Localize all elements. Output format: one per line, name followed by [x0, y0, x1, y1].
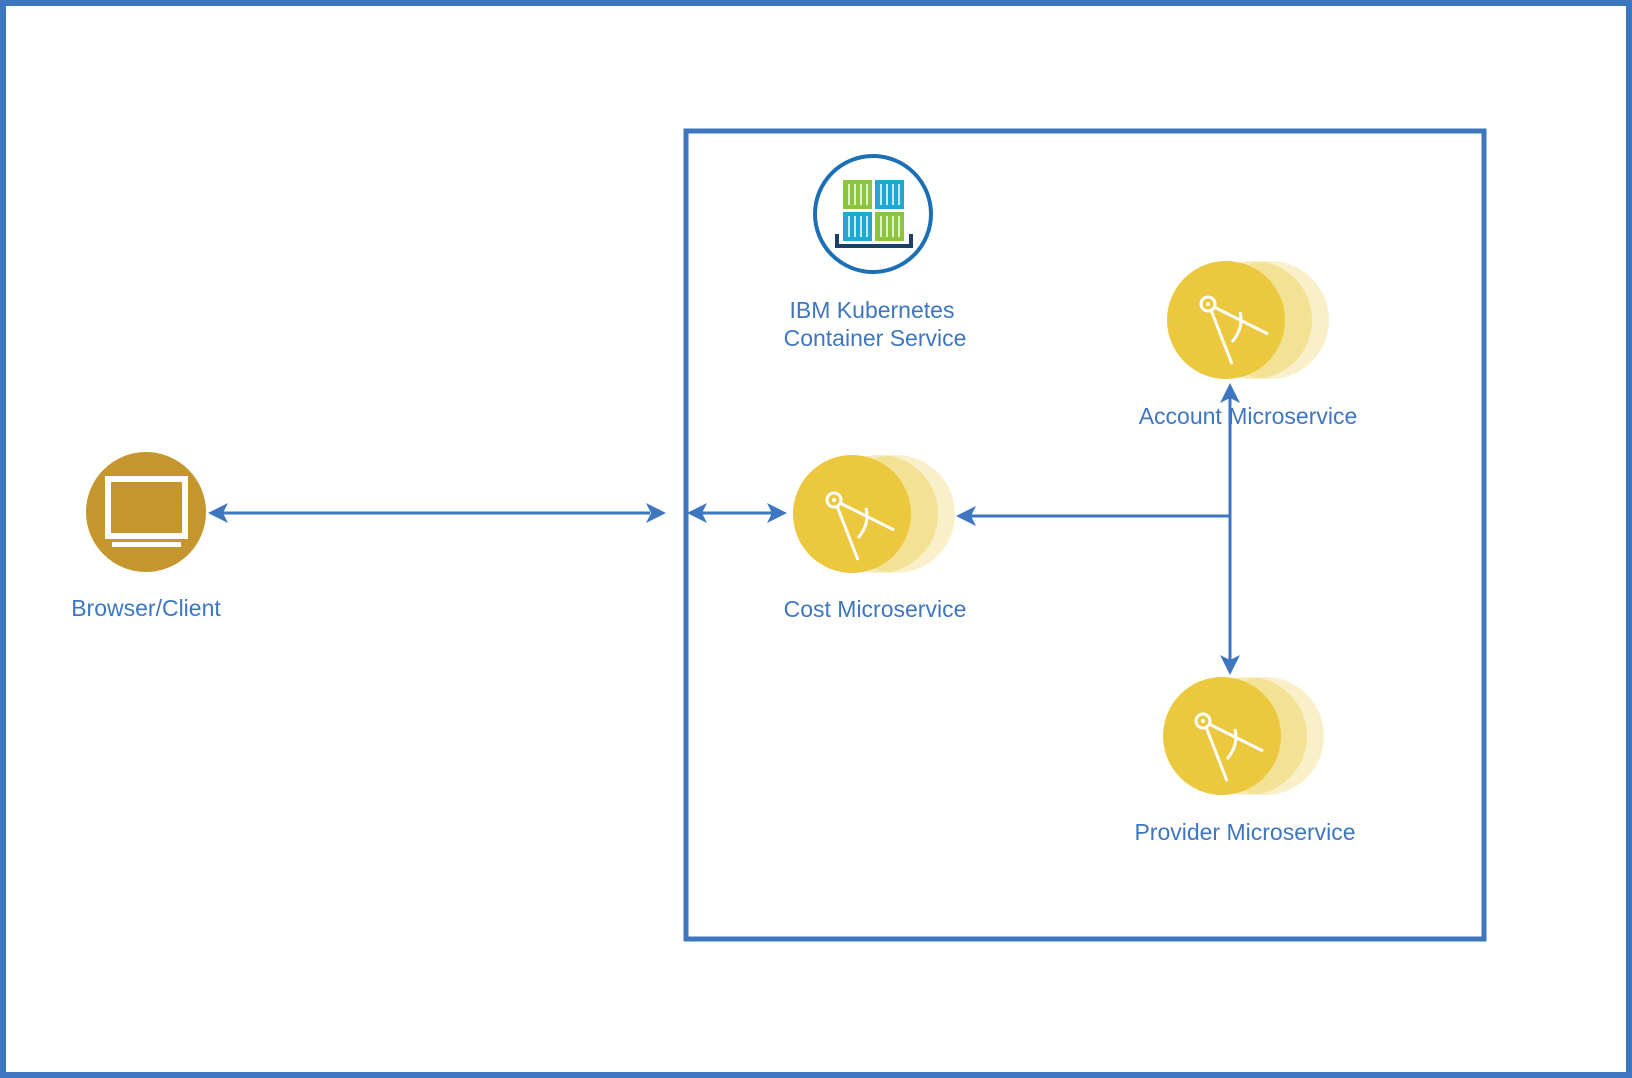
cost-label: Cost Microservice — [784, 596, 967, 622]
monitor-icon — [105, 476, 188, 547]
containers-icon — [835, 180, 913, 248]
kubernetes-node: IBM Kubernetes Container Service — [784, 154, 967, 351]
kubernetes-cluster-boundary — [683, 128, 1487, 942]
provider-circle — [1163, 677, 1281, 795]
services-cost-connector — [956, 506, 1230, 526]
account-label: Account Microservice — [1139, 403, 1358, 429]
cluster-cost-connector — [687, 503, 787, 523]
provider-microservice-node: Provider Microservice — [1134, 677, 1356, 845]
kubernetes-circle — [813, 154, 933, 274]
kubernetes-label-line2: Container Service — [784, 325, 967, 351]
cost-circle — [793, 455, 911, 573]
account-circle — [1167, 261, 1285, 379]
client-cluster-connector — [208, 503, 666, 523]
kubernetes-label-line1: IBM Kubernetes — [790, 297, 955, 323]
cost-microservice-node: Cost Microservice — [784, 455, 967, 622]
account-microservice-node: Account Microservice — [1139, 261, 1358, 429]
client-label: Browser/Client — [71, 595, 221, 621]
client-node: Browser/Client — [71, 452, 221, 621]
account-provider-connector — [1220, 383, 1240, 675]
provider-label: Provider Microservice — [1134, 819, 1355, 845]
